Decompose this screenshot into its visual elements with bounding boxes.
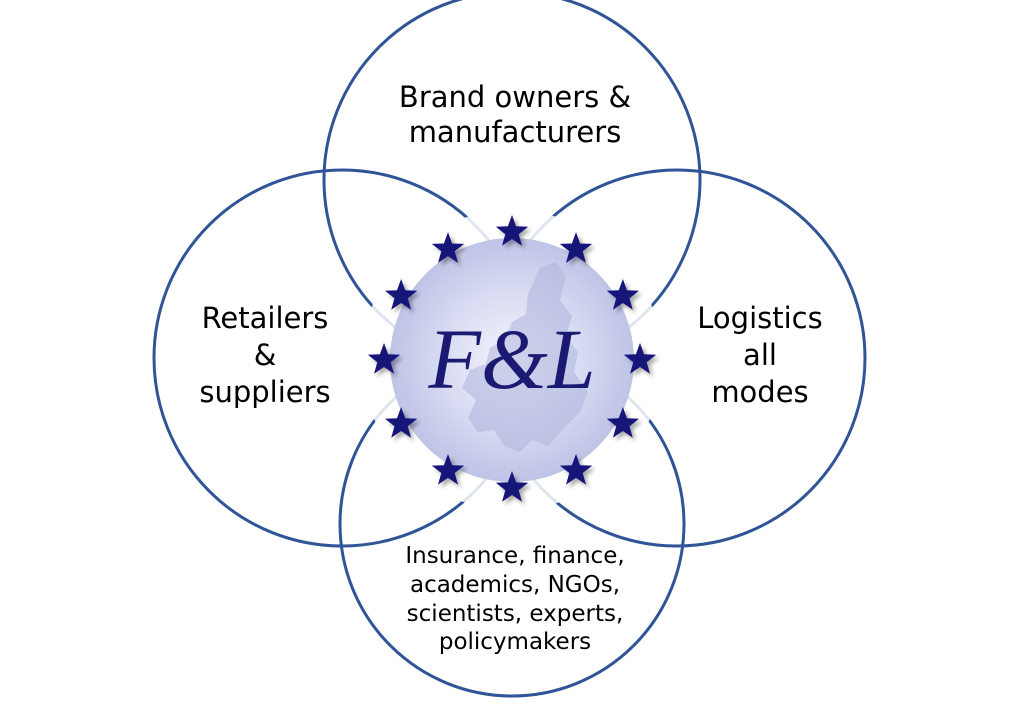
star-icon: [385, 279, 418, 310]
label-line: modes: [711, 375, 809, 410]
star-icon: [431, 232, 465, 263]
star-ring: [367, 215, 657, 502]
label-line: &: [253, 338, 277, 373]
label-retailers: Retailers & suppliers: [160, 300, 370, 411]
star-icon: [367, 343, 401, 374]
label-line: academics, NGOs,: [409, 571, 621, 598]
center-logo-text: F&L: [427, 311, 595, 407]
star-icon: [495, 215, 529, 246]
label-logistics: Logistics all modes: [660, 300, 860, 411]
label-line: Logistics: [697, 301, 823, 335]
label-line: suppliers: [199, 375, 331, 410]
label-line: Brand owners &: [398, 80, 632, 114]
label-brand-owners: Brand owners & manufacturers: [330, 80, 700, 151]
star-icon: [606, 279, 639, 310]
star-icon: [495, 471, 529, 502]
label-line: policymakers: [438, 629, 592, 656]
star-icon: [559, 232, 593, 263]
star-icon: [559, 453, 593, 485]
star-icon: [623, 343, 657, 374]
label-line: Retailers: [201, 301, 329, 335]
star-icon: [431, 453, 465, 485]
star-icon: [385, 407, 418, 438]
star-icon: [606, 407, 639, 438]
label-line: all: [743, 338, 777, 373]
europe-map-icon: [462, 262, 588, 452]
label-insurance-finance: Insurance, finance, academics, NGOs, sci…: [370, 542, 660, 657]
label-line: Insurance, finance,: [405, 543, 625, 569]
label-line: scientists, experts,: [406, 600, 624, 627]
label-line: manufacturers: [408, 115, 622, 150]
